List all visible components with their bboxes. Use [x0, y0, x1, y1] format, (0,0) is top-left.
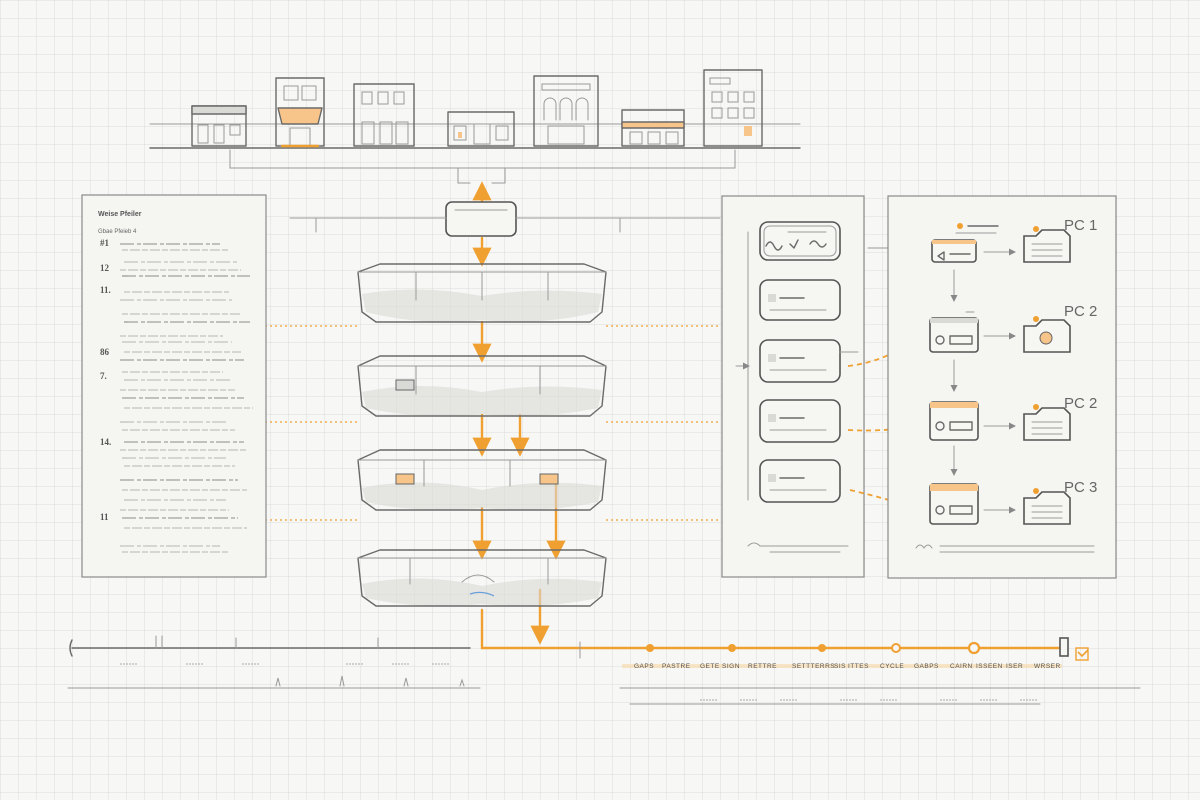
timeline-label: ISER [1006, 663, 1023, 670]
timeline-label: ITTES [848, 663, 869, 670]
pc-label: PC 2 [1064, 303, 1097, 320]
list-number: 12 [100, 263, 110, 273]
document-text-lines [120, 243, 253, 553]
timeline-label: CAIRN [950, 663, 973, 670]
timeline-markers [646, 641, 981, 655]
building-icon [275, 77, 325, 148]
timeline-label: SIGN [722, 663, 740, 670]
document-title: Weise Pfeiler [98, 211, 142, 218]
layer-1 [357, 263, 607, 323]
building-icon [621, 109, 685, 147]
list-number: 86 [100, 347, 110, 357]
service-card [759, 221, 841, 261]
check-box-icon [1075, 647, 1089, 661]
timeline-label: GETE [700, 663, 720, 670]
list-number: #1 [100, 238, 110, 248]
timeline-labels: GAPS PASTRE GETE SIGN RETTRE SETTTERRS S… [634, 663, 1061, 670]
server-icon [1023, 226, 1071, 263]
endpoints-panel: PC 1 PC 2 [887, 195, 1117, 579]
timeline-label: SIS [834, 663, 846, 670]
server-icon [1023, 404, 1071, 441]
data-flow-arrows [265, 236, 1062, 650]
services-panel [721, 195, 865, 578]
endpoint-row: PC 2 [929, 395, 1097, 441]
pc-label: PC 2 [1064, 395, 1097, 412]
layer-2 [357, 355, 607, 417]
building-icon [447, 111, 515, 147]
service-card [759, 399, 841, 443]
pc-label: PC 1 [1064, 217, 1097, 234]
timeline-label: RETTRE [748, 663, 777, 670]
service-card [759, 459, 841, 503]
timeline-label: WRSER [1034, 663, 1061, 670]
timeline-label: SETTTERRS [792, 663, 835, 670]
service-card [759, 279, 841, 321]
timeline-label: ISSEEN [976, 663, 1003, 670]
endpoint-row: PC 3 [929, 479, 1097, 525]
building-icon [533, 75, 599, 147]
endpoint-row: PC 2 [929, 303, 1097, 353]
list-number: 14. [100, 437, 111, 447]
timeline-label: CYCLE [880, 663, 904, 670]
spec-document: Weise Pfeiler Gbae Pfeieb 4 #1 12 11. 86… [81, 194, 267, 578]
server-icon [1023, 488, 1071, 525]
document-list: #1 12 11. 86 7. 14. 11 [100, 238, 111, 522]
timeline-small-labels [120, 663, 1038, 701]
layer-4 [357, 549, 607, 607]
timeline-label: PASTRE [662, 663, 691, 670]
layer-3 [357, 449, 607, 511]
building-icon [353, 83, 415, 147]
pc-label: PC 3 [1064, 479, 1097, 496]
gateway-node [289, 181, 721, 237]
building-icon [191, 105, 247, 147]
timeline-label: GABPS [914, 663, 939, 670]
buildings-row [149, 69, 801, 184]
list-number: 7. [100, 371, 107, 381]
data-layers [357, 263, 607, 607]
timeline-label: GAPS [634, 663, 654, 670]
building-icon [703, 69, 763, 147]
list-number: 11 [100, 512, 109, 522]
endpoint-row: PC 1 [931, 217, 1097, 263]
document-subtitle: Gbae Pfeieb 4 [98, 229, 137, 235]
timeline: GAPS PASTRE GETE SIGN RETTRE SETTTERRS S… [67, 635, 1141, 705]
list-number: 11. [100, 285, 111, 295]
server-icon [1023, 316, 1071, 353]
service-card [759, 339, 859, 383]
